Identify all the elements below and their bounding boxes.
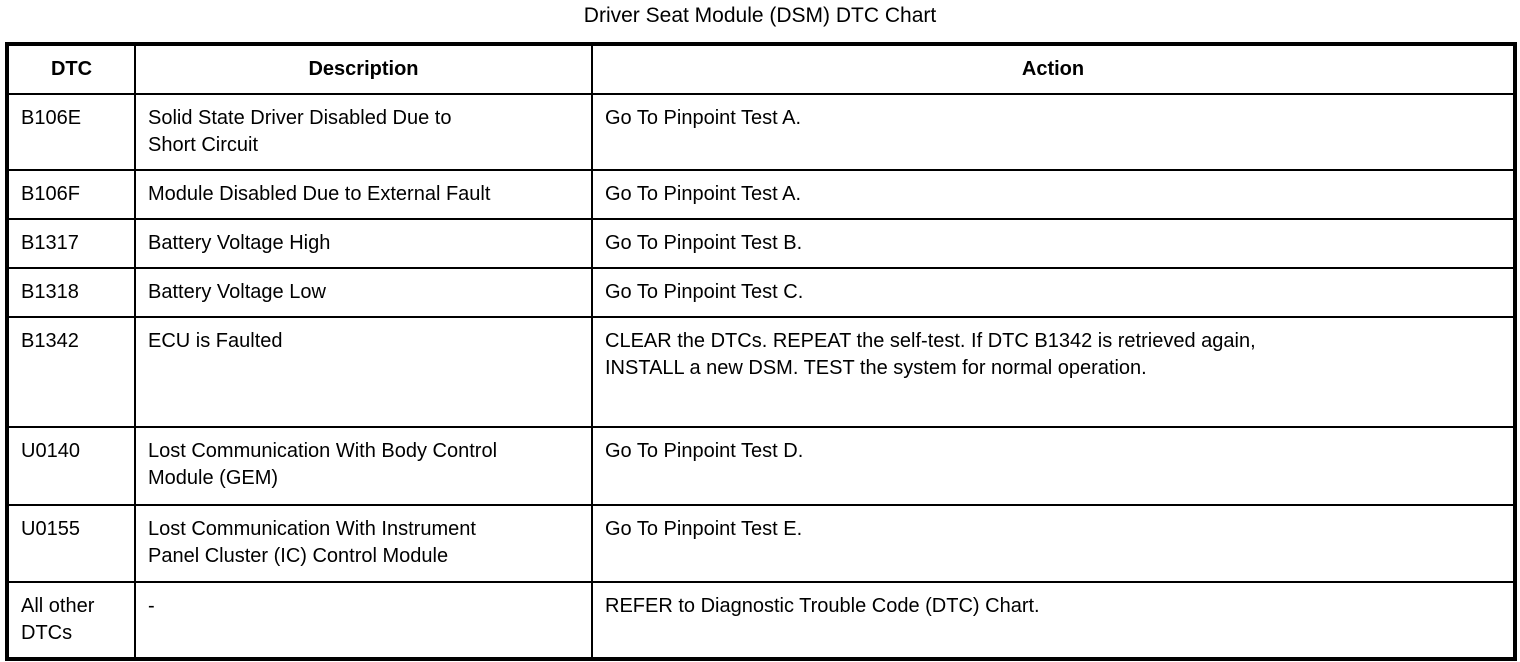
dtc-cell: All other DTCs — [6, 581, 136, 660]
table-row: B1342 ECU is Faulted CLEAR the DTCs. REP… — [6, 316, 1516, 428]
description-cell: Battery Voltage Low — [134, 267, 593, 318]
description-cell: - — [134, 581, 593, 660]
dtc-cell: B106F — [6, 169, 136, 220]
action-cell: Go To Pinpoint Test A. — [591, 93, 1516, 171]
dtc-cell: B1342 — [6, 316, 136, 428]
description-cell: Battery Voltage High — [134, 218, 593, 269]
table-row: B1318 Battery Voltage Low Go To Pinpoint… — [6, 267, 1516, 318]
table-row: U0155 Lost Communication With Instrument… — [6, 504, 1516, 583]
dtc-cell: U0155 — [6, 504, 136, 583]
action-cell: Go To Pinpoint Test D. — [591, 426, 1516, 506]
dtc-chart-table: DTC Description Action B106E Solid State… — [5, 42, 1517, 661]
action-cell: CLEAR the DTCs. REPEAT the self-test. If… — [591, 316, 1516, 428]
dtc-cell: B1317 — [6, 218, 136, 269]
column-header-action: Action — [591, 43, 1516, 95]
column-header-description: Description — [134, 43, 593, 95]
description-cell: Lost Communication With Body Control Mod… — [134, 426, 593, 506]
description-cell: Lost Communication With Instrument Panel… — [134, 504, 593, 583]
page-title: Driver Seat Module (DSM) DTC Chart — [583, 4, 937, 27]
dtc-cell: B1318 — [6, 267, 136, 318]
description-cell: Solid State Driver Disabled Due to Short… — [134, 93, 593, 171]
table-body: B106E Solid State Driver Disabled Due to… — [6, 93, 1516, 660]
action-cell: Go To Pinpoint Test A. — [591, 169, 1516, 220]
action-cell: Go To Pinpoint Test E. — [591, 504, 1516, 583]
action-cell: REFER to Diagnostic Trouble Code (DTC) C… — [591, 581, 1516, 660]
table-row: B106F Module Disabled Due to External Fa… — [6, 169, 1516, 220]
column-header-dtc: DTC — [6, 43, 136, 95]
table-row: B1317 Battery Voltage High Go To Pinpoin… — [6, 218, 1516, 269]
action-cell: Go To Pinpoint Test C. — [591, 267, 1516, 318]
description-cell: Module Disabled Due to External Fault — [134, 169, 593, 220]
description-cell: ECU is Faulted — [134, 316, 593, 428]
table-row: All other DTCs - REFER to Diagnostic Tro… — [6, 581, 1516, 660]
action-cell: Go To Pinpoint Test B. — [591, 218, 1516, 269]
table-row: U0140 Lost Communication With Body Contr… — [6, 426, 1516, 506]
dtc-cell: B106E — [6, 93, 136, 171]
dtc-cell: U0140 — [6, 426, 136, 506]
table-row: B106E Solid State Driver Disabled Due to… — [6, 93, 1516, 171]
header-row: DTC Description Action — [6, 43, 1516, 95]
